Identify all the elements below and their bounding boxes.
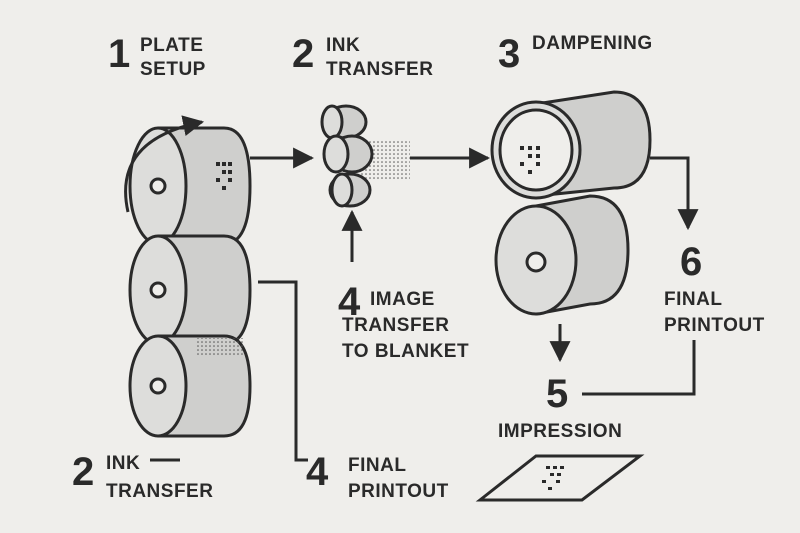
step-label-ink-transfer: INK	[326, 35, 361, 56]
step-label-ink-transfer-bottom-2: TRANSFER	[106, 481, 214, 502]
step-label-image-transfer-3: TO BLANKET	[342, 341, 470, 362]
left-roller-top	[128, 126, 252, 246]
step-label-dampening: DAMPENING	[532, 33, 653, 54]
step-label-plate-setup: PLATE	[140, 35, 204, 56]
step-label-final-printout: FINAL	[664, 289, 723, 310]
plate-image-dots-icon	[216, 162, 232, 190]
step-label-impression: IMPRESSION	[498, 421, 623, 442]
step-number-ink-transfer-bottom: 2	[72, 450, 95, 494]
rotation-arrow	[124, 115, 205, 213]
step-label-image-transfer-2: TRANSFER	[342, 315, 450, 336]
step-label-plate-setup-2: SETUP	[140, 59, 206, 80]
step-number-final-printout: 6	[680, 240, 703, 284]
left-roller-middle	[128, 234, 252, 346]
step-label-ink-transfer-bottom: INK	[106, 453, 141, 474]
step-label-final-printout-bottom-2: PRINTOUT	[348, 481, 449, 502]
line-middle-roller-to-final	[258, 280, 308, 462]
step-number-ink-transfer: 2	[292, 32, 315, 76]
step-label-ink-transfer-2: TRANSFER	[326, 59, 434, 80]
arrow-dampening-to-final	[650, 156, 699, 231]
dampening-image-dots-icon	[520, 146, 540, 174]
step-label-final-printout-2: PRINTOUT	[664, 315, 765, 336]
ink-roller-cluster	[320, 104, 410, 208]
step-label-final-printout-bottom: FINAL	[348, 455, 407, 476]
line-final-to-impression	[582, 340, 696, 396]
step-label-image-transfer: IMAGE	[370, 289, 435, 310]
printed-sheet	[475, 454, 645, 502]
step-number-dampening: 3	[498, 32, 521, 76]
step-number-image-transfer: 4	[338, 280, 361, 324]
left-roller-bottom	[128, 334, 252, 438]
right-roller-bottom	[494, 194, 630, 316]
step-number-plate-setup: 1	[108, 32, 131, 76]
step-number-impression: 5	[546, 372, 569, 416]
step-number-final-printout-bottom: 4	[306, 450, 329, 494]
right-roller-top	[490, 90, 652, 200]
